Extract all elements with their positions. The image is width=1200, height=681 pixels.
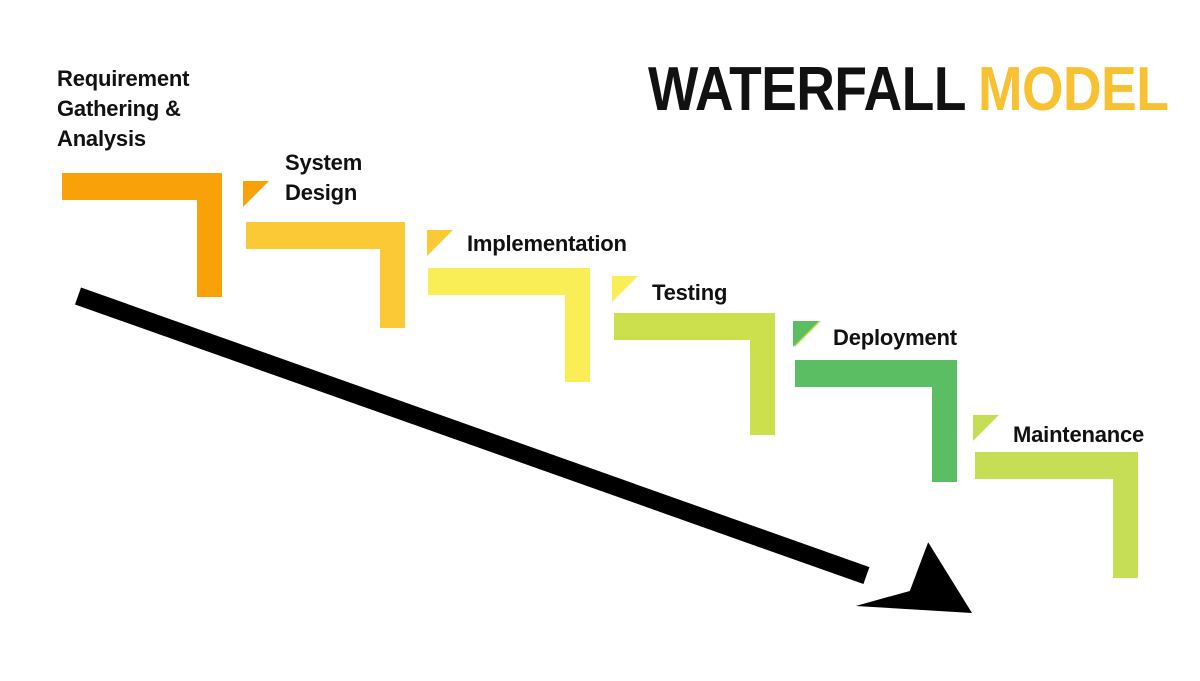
step-notch-icon — [793, 321, 819, 347]
step-notch-icon — [973, 415, 999, 441]
title-main-text: WATERFALL — [648, 55, 966, 124]
step-label: System Design — [285, 150, 363, 205]
step-riser — [750, 313, 775, 435]
step-label: Deployment — [833, 325, 957, 350]
step-notch-icon — [612, 276, 638, 302]
step-bar — [246, 222, 405, 249]
step-riser — [565, 268, 590, 382]
step-label: Implementation — [467, 231, 627, 256]
step-riser — [1113, 452, 1138, 578]
step-riser — [380, 222, 405, 328]
arrow-head-icon — [855, 542, 972, 613]
step-notch-icon — [427, 230, 453, 256]
step-riser — [932, 360, 957, 482]
step-notch-icon — [243, 181, 269, 207]
title-accent-text: MODEL — [978, 55, 1169, 124]
step-label: Testing — [652, 280, 728, 305]
step-label: Requirement Gathering & Analysis — [57, 66, 190, 151]
step-label: Maintenance — [1013, 422, 1145, 447]
step-bar — [62, 173, 222, 200]
step-riser — [197, 173, 222, 297]
step-bar — [975, 452, 1138, 479]
